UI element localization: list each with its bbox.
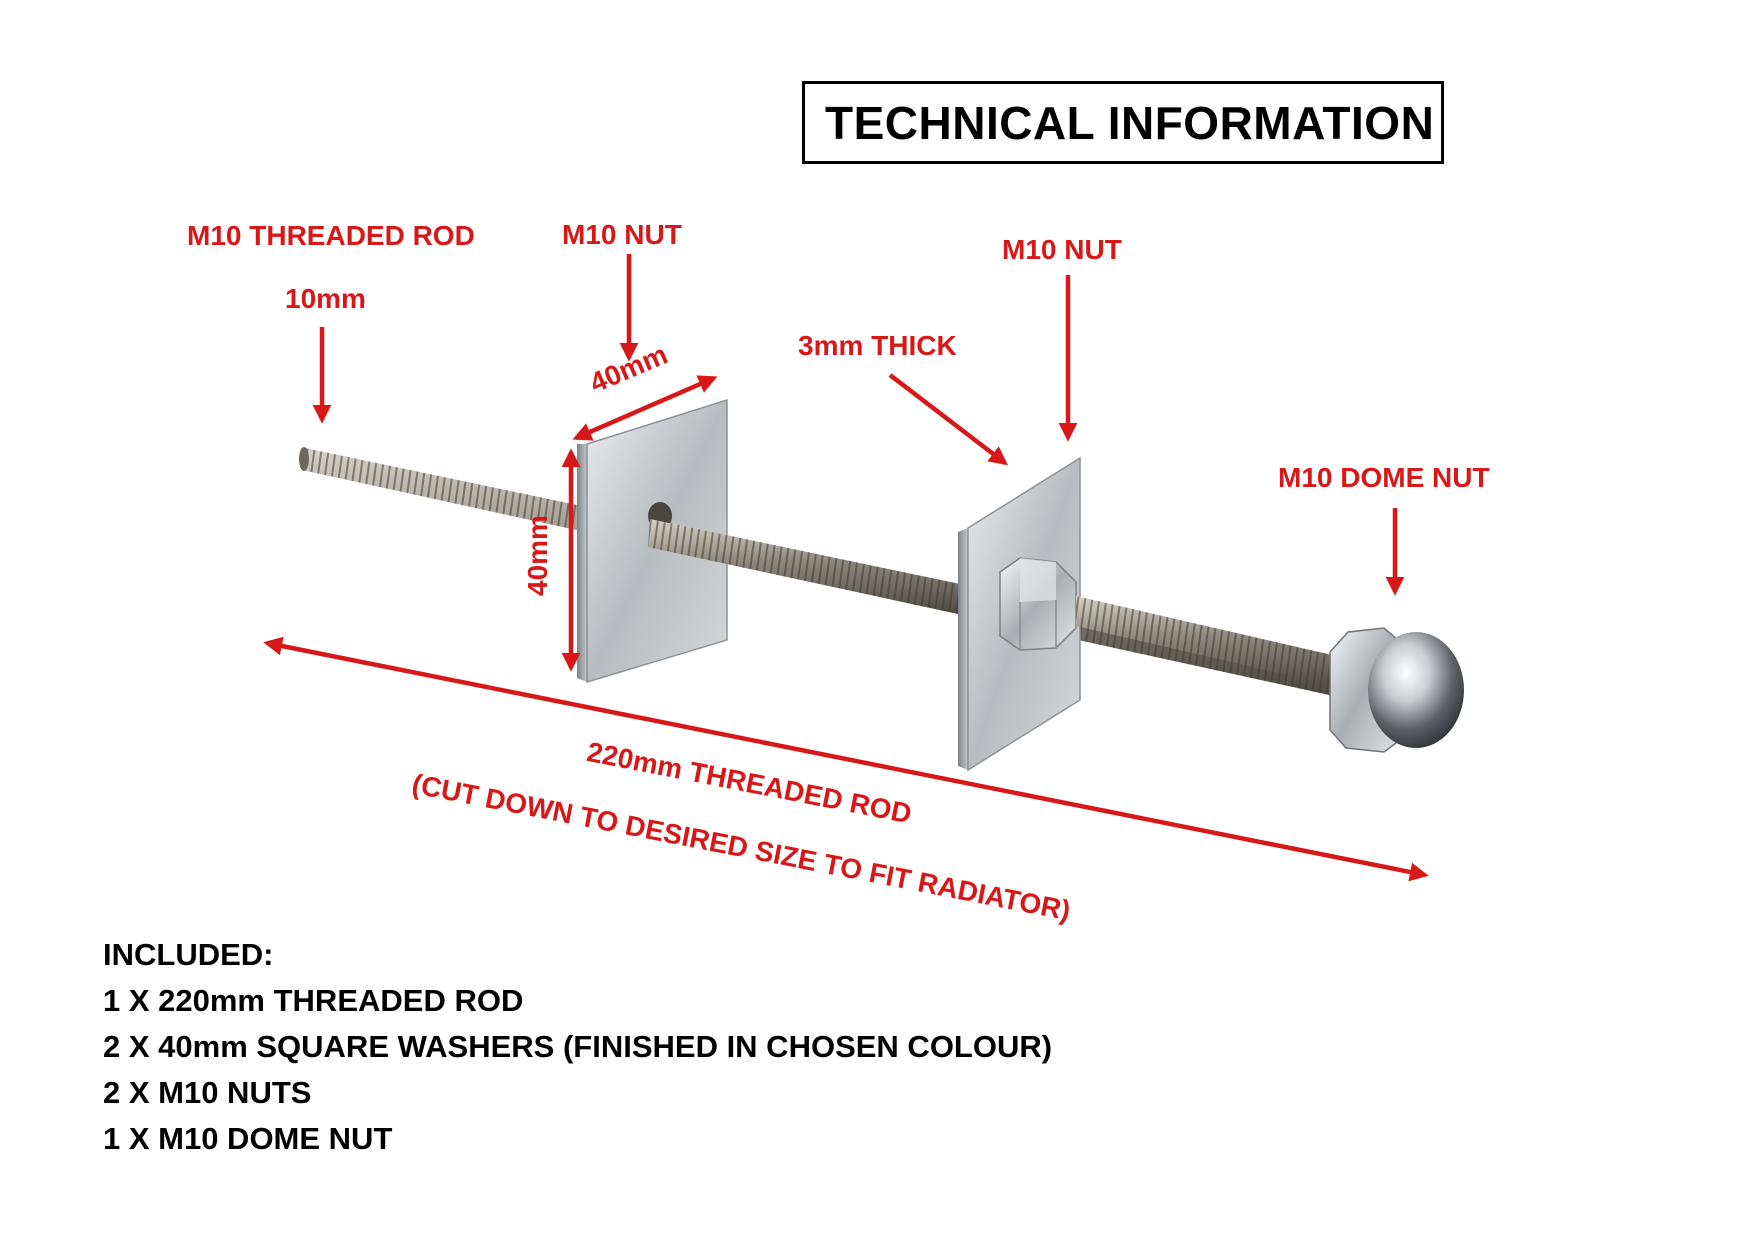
label-nut-2: M10 NUT <box>1002 234 1122 265</box>
label-dome-nut: M10 DOME NUT <box>1278 462 1490 493</box>
included-list: INCLUDED: 1 X 220mm THREADED ROD 2 X 40m… <box>103 932 1052 1162</box>
annotation-arrows <box>263 254 1429 882</box>
m10-nut <box>999 557 1077 651</box>
label-rod-diameter: 10mm <box>285 283 366 314</box>
included-heading: INCLUDED: <box>103 937 274 972</box>
included-item: 1 X 220mm THREADED ROD <box>103 983 524 1018</box>
label-washer-height: 40mm <box>522 515 553 596</box>
threaded-rod-front <box>648 519 960 614</box>
included-item: 2 X 40mm SQUARE WASHERS (FINISHED IN CHO… <box>103 1029 1053 1064</box>
rod-length-arrow <box>263 636 1429 882</box>
washer-width-arrow <box>572 375 718 441</box>
label-rod-name: M10 THREADED ROD <box>187 220 475 251</box>
included-item: 1 X M10 DOME NUT <box>103 1121 393 1156</box>
label-thickness: 3mm THICK <box>798 330 957 361</box>
label-nut-1: M10 NUT <box>562 219 682 250</box>
included-item: 2 X M10 NUTS <box>103 1075 312 1110</box>
thickness-arrow <box>888 373 1009 466</box>
m10-dome-nut <box>1329 627 1464 753</box>
page-title: TECHNICAL INFORMATION <box>802 81 1444 164</box>
